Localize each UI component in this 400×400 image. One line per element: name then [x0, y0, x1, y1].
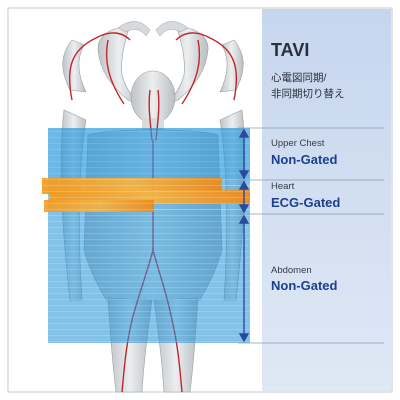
region-mode-abdomen: Non-Gated [271, 278, 338, 293]
region-name-upper-chest: Upper Chest [271, 138, 325, 149]
panel-subtitle-line1: 心電図同期/ [271, 72, 327, 84]
region-mode-heart: ECG-Gated [271, 195, 341, 210]
region-mode-upper-chest: Non-Gated [271, 152, 338, 167]
scan-overlay [42, 128, 250, 343]
panel-subtitle-line2: 非同期切り替え [271, 88, 345, 100]
info-panel [262, 9, 391, 391]
panel-title: TAVI [271, 40, 310, 60]
range-arrows [238, 128, 250, 343]
region-separators [238, 127, 384, 344]
region-name-abdomen: Abdomen [271, 265, 312, 276]
region-name-heart: Heart [271, 181, 295, 192]
